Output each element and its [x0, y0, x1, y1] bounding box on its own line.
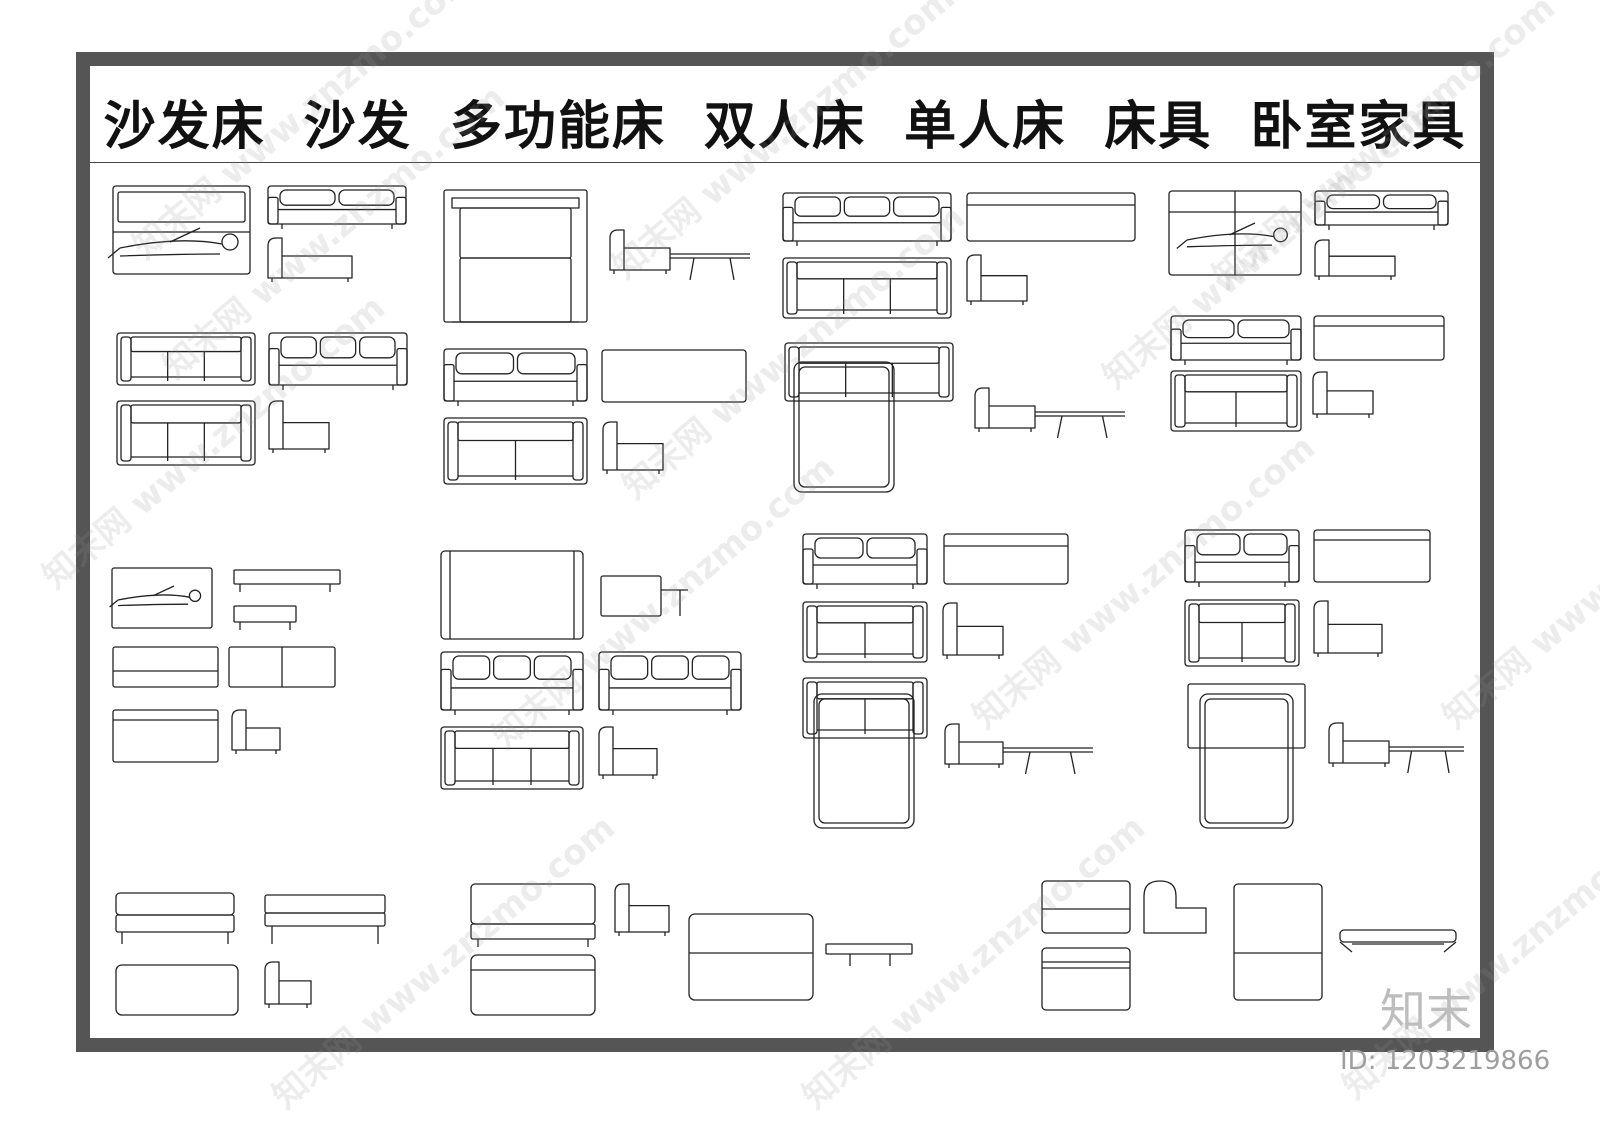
drawing-sheet: 沙发床 沙发 多功能床 双人床 单人床 床具 卧室家具 — [90, 66, 1480, 1038]
sofa-bed-set-8 — [1184, 529, 1464, 829]
sofa-bed-set-2 — [443, 189, 750, 485]
person-icon — [1176, 222, 1288, 249]
title-term-0: 沙发床 — [103, 97, 266, 157]
sofa-bed-set-1 — [116, 185, 408, 466]
title-term-6: 卧室家具 — [1250, 97, 1467, 157]
brand-logo: 知末 — [1380, 984, 1472, 1038]
title-term-5: 床具 — [1104, 97, 1213, 157]
sofa-bed-set-5 — [111, 567, 213, 629]
sofa-bed-set-7 — [802, 533, 1093, 829]
sheet-title: 沙发床 沙发 多功能床 双人床 单人床 床具 卧室家具 — [90, 84, 1480, 159]
person-icon — [109, 585, 202, 608]
sofa-bed-set-11 — [1041, 880, 1457, 1011]
title-term-3: 双人床 — [703, 97, 866, 157]
sofa-bed-set-5 — [112, 569, 341, 763]
sofa-bed-set-10 — [470, 883, 913, 1016]
title-term-4: 单人床 — [904, 97, 1067, 157]
title-term-2: 多功能床 — [449, 97, 666, 157]
title-divider — [90, 162, 1480, 163]
drawing-frame: 沙发床 沙发 多功能床 双人床 单人床 床具 卧室家具 — [76, 52, 1494, 1052]
sofa-bed-set-9 — [115, 892, 386, 1016]
sofa-bed-set-6 — [440, 550, 742, 790]
person-icon — [107, 227, 239, 259]
sofa-bed-set-1 — [112, 185, 251, 275]
asset-id-label: ID: 1203219866 — [1340, 1046, 1551, 1076]
title-term-1: 沙发 — [303, 97, 412, 157]
sofa-bed-set-3 — [782, 192, 1136, 493]
sofa-bed-set-4 — [1170, 190, 1449, 432]
